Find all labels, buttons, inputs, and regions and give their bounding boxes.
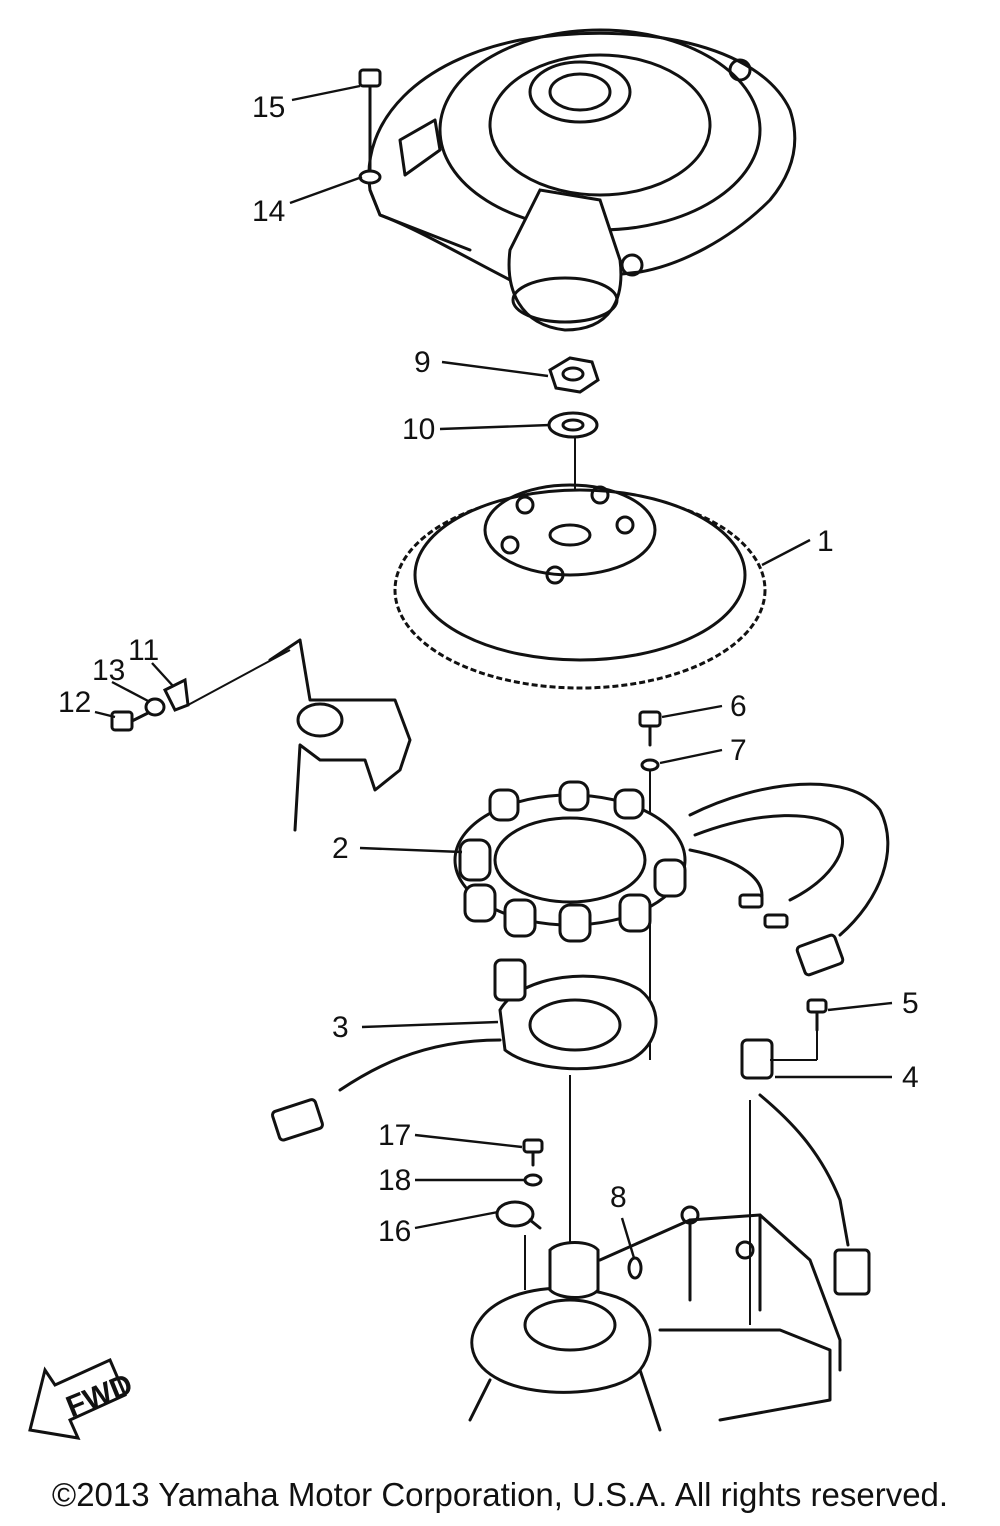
callout-4: 4 — [902, 1061, 919, 1094]
woodruff-key — [627, 1256, 643, 1280]
callout-6: 6 — [730, 690, 747, 723]
hex-nut — [144, 697, 166, 717]
callout-8: 8 — [610, 1181, 627, 1214]
callout-16: 16 — [378, 1215, 411, 1248]
callout-11: 11 — [128, 634, 159, 667]
flywheel-nut — [548, 356, 600, 394]
copyright-notice: ©2013 Yamaha Motor Corporation, U.S.A. A… — [51, 1476, 949, 1513]
callout-3: 3 — [332, 1011, 349, 1044]
cover-bolt — [358, 68, 382, 185]
mount-bracket — [268, 638, 412, 832]
clamp-washer — [523, 1173, 543, 1187]
stator — [453, 780, 687, 943]
clamp-screw — [522, 1138, 544, 1167]
charge-coil — [740, 1038, 871, 1296]
stator-wire-harness — [688, 782, 890, 977]
callout-18: 18 — [378, 1164, 411, 1197]
bracket-clip — [162, 677, 190, 712]
pulser-coil — [270, 958, 658, 1142]
callout-10: 10 — [402, 413, 435, 446]
callout-13: 13 — [92, 654, 125, 687]
crankcase — [468, 1205, 842, 1432]
callout-5: 5 — [902, 987, 919, 1020]
callout-2: 2 — [332, 832, 349, 865]
callout-14: 14 — [252, 195, 285, 228]
flywheel — [393, 483, 767, 690]
callout-17: 17 — [378, 1119, 411, 1152]
fwd-arrow: FWD — [28, 1358, 137, 1440]
flywheel-washer — [547, 411, 599, 439]
callout-9: 9 — [414, 346, 431, 379]
exploded-parts-diagram: FWD 1 2 3 4 5 6 7 8 9 10 11 12 13 14 15 … — [28, 28, 919, 1440]
callout-15: 15 — [252, 91, 285, 124]
flywheel-cover — [367, 28, 797, 332]
callouts: 1 2 3 4 5 6 7 8 9 10 11 12 13 14 15 16 1… — [58, 84, 919, 1259]
stator-screw — [638, 710, 662, 772]
callout-1: 1 — [817, 525, 834, 558]
small-bolt — [110, 710, 150, 732]
callout-12: 12 — [58, 686, 91, 719]
coil-screw — [806, 998, 828, 1032]
wire-clamp — [495, 1200, 542, 1230]
callout-7: 7 — [730, 734, 747, 767]
